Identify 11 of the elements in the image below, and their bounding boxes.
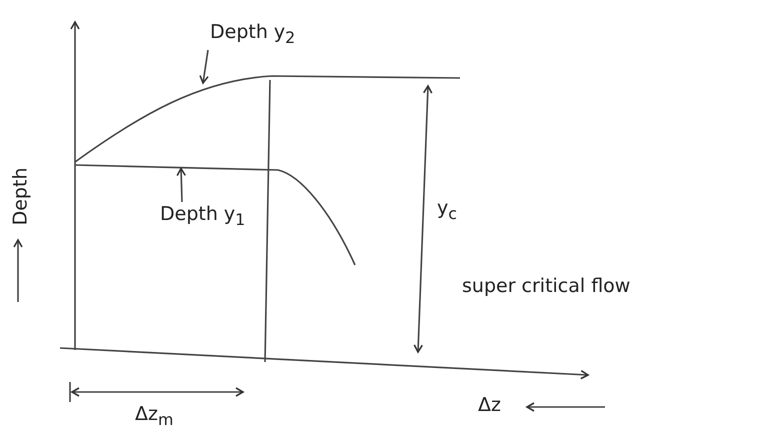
flow-curve	[74, 164, 356, 266]
flow-curve	[74, 75, 460, 163]
leader-line	[199, 50, 209, 84]
axis-label: Δz	[478, 395, 501, 416]
dimension-label: y$_{c}$	[437, 198, 457, 222]
dimension-label: Δz$_{m}$	[135, 404, 174, 428]
leader-line	[176, 168, 186, 202]
curve-label: Depth y$_{2}$	[210, 22, 296, 46]
axis-label: Depth	[10, 168, 32, 226]
curve-label: Depth y$_{1}$	[160, 204, 246, 228]
region-label: super critical flow	[462, 276, 630, 297]
